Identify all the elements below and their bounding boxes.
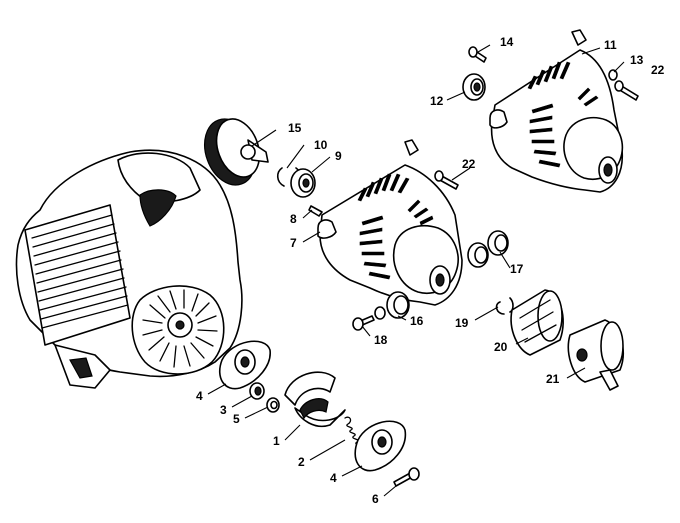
- flywheel: [131, 285, 225, 375]
- callout-12: 12: [430, 94, 444, 108]
- callout-16: 16: [410, 314, 424, 328]
- callout-6: 6: [372, 492, 379, 506]
- callout-21: 21: [546, 372, 560, 386]
- callout-4-lower: 4: [330, 471, 337, 485]
- callout-8: 8: [290, 212, 297, 226]
- callout-22-upper: 22: [651, 63, 665, 77]
- bushings-17: [467, 230, 509, 268]
- upper-housing-fins: [527, 61, 599, 168]
- drive-coupling-21: [567, 319, 624, 391]
- screw-22-middle: [434, 170, 459, 190]
- upper-gear-housing: [489, 29, 624, 193]
- washer-13: [608, 69, 618, 81]
- callout-10: 10: [314, 138, 328, 152]
- washer-5: [266, 397, 280, 413]
- clutch-shoes-1: [284, 371, 346, 427]
- callout-5: 5: [233, 412, 240, 426]
- callout-7: 7: [290, 236, 297, 250]
- callout-9: 9: [335, 149, 342, 163]
- screw-14: [468, 46, 487, 63]
- callout-4-upper: 4: [196, 389, 203, 403]
- callout-20: 20: [494, 340, 508, 354]
- bearing-12: [462, 73, 486, 101]
- screw-18: [352, 315, 375, 331]
- clutch-plate-upper: [218, 340, 271, 390]
- gear-housing: [317, 139, 463, 306]
- clutch-sleeve-20: [510, 289, 564, 356]
- callout-3: 3: [220, 403, 227, 417]
- callout-22-middle: 22: [462, 157, 476, 171]
- engine-grille: [31, 214, 129, 329]
- callout-2: 2: [298, 455, 305, 469]
- callout-15: 15: [288, 121, 302, 135]
- ball-bearing: [290, 168, 316, 198]
- callout-14: 14: [500, 35, 514, 49]
- nut-3: [249, 382, 265, 400]
- screw-6: [393, 467, 420, 487]
- gear-housing-fins: [357, 173, 434, 280]
- bushing-16: [386, 291, 410, 319]
- callout-1: 1: [273, 434, 280, 448]
- screw-22-upper: [614, 80, 639, 101]
- callout-19: 19: [455, 316, 469, 330]
- pin: [308, 205, 323, 217]
- callout-labels: 15 10 9 8 7 11 14 12 13 22 22 17 16 18 1…: [196, 35, 665, 506]
- callout-17: 17: [510, 262, 524, 276]
- callout-18: 18: [374, 333, 388, 347]
- engine-housing: [15, 149, 243, 389]
- clutch-plate-lower: [354, 420, 407, 472]
- washer-16: [374, 306, 386, 320]
- leader-lines: [207, 44, 625, 497]
- callout-13: 13: [630, 53, 644, 67]
- clutch-drum: [204, 118, 269, 186]
- circlip-19: [495, 297, 514, 315]
- callout-11: 11: [604, 38, 617, 52]
